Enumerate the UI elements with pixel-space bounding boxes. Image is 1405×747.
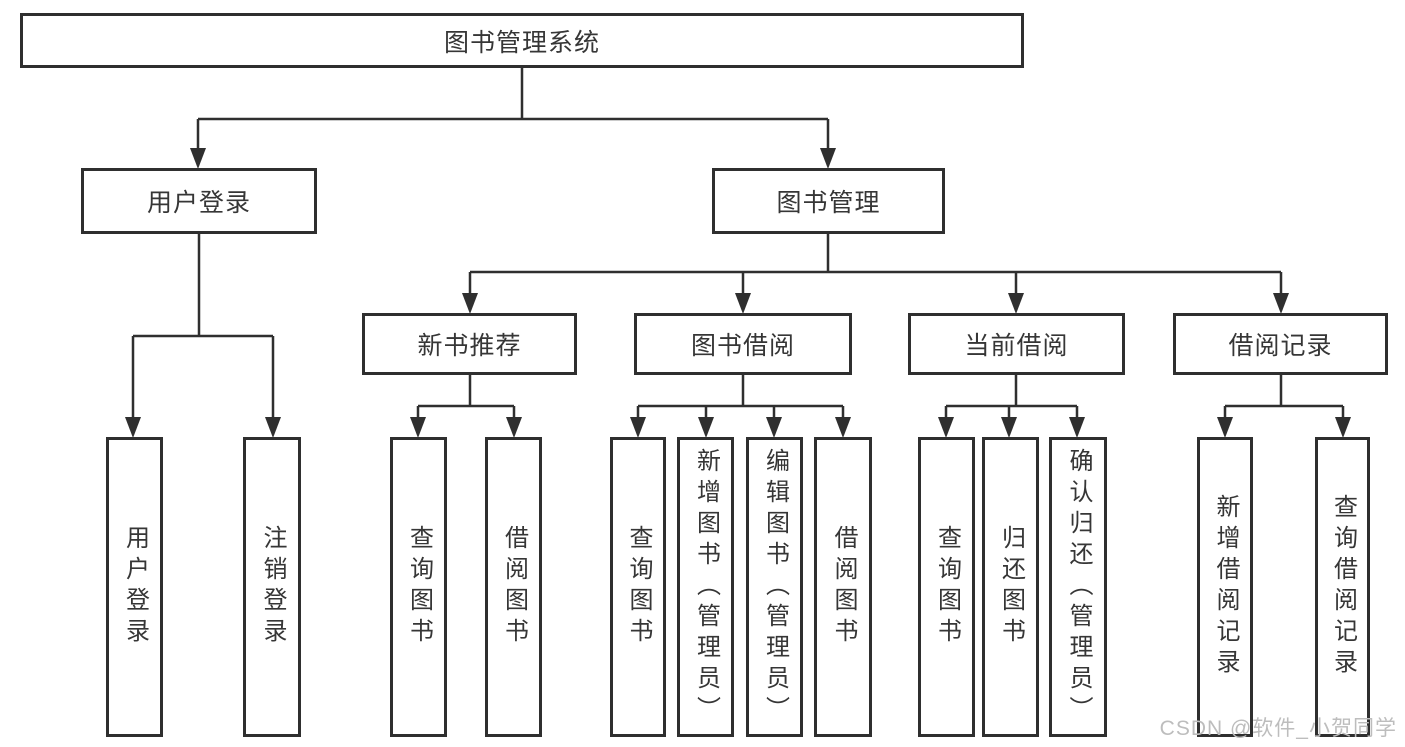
leaf-user-login: 用户登录 bbox=[106, 437, 163, 737]
leaf-add-borrow-record: 新增借阅记录 bbox=[1197, 437, 1253, 737]
leaf-label: 查询借阅记录 bbox=[1329, 494, 1357, 680]
leaf-query-books-current: 查询图书 bbox=[918, 437, 975, 737]
node-borrowing-records: 借阅记录 bbox=[1173, 313, 1388, 375]
node-label: 新书推荐 bbox=[417, 332, 522, 360]
node-label: 用户登录 bbox=[146, 189, 251, 217]
leaf-label: 借阅图书 bbox=[500, 525, 528, 649]
arrowheads bbox=[125, 148, 1351, 438]
csdn-watermark: CSDN @软件_小贺同学 bbox=[1159, 717, 1397, 740]
node-book-borrowing: 图书借阅 bbox=[634, 313, 852, 375]
leaf-label: 新增借阅记录 bbox=[1212, 494, 1239, 680]
leaf-confirm-return-admin: 确认归还（管理员） bbox=[1049, 437, 1107, 737]
node-user-login: 用户登录 bbox=[81, 168, 317, 234]
leaf-label: 用户登录 bbox=[121, 525, 149, 649]
node-label: 借阅记录 bbox=[1228, 332, 1333, 360]
node-label: 图书借阅 bbox=[690, 332, 795, 360]
node-book-management: 图书管理 bbox=[712, 168, 945, 234]
leaf-query-borrow-record: 查询借阅记录 bbox=[1315, 437, 1370, 737]
node-label: 当前借阅 bbox=[964, 332, 1069, 360]
leaf-query-books-borrow: 查询图书 bbox=[610, 437, 666, 737]
leaf-label: 查询图书 bbox=[405, 525, 433, 649]
leaf-label: 编辑图书（管理员） bbox=[761, 447, 789, 727]
node-current-borrowing: 当前借阅 bbox=[908, 313, 1125, 375]
leaf-edit-books-admin: 编辑图书（管理员） bbox=[746, 437, 803, 737]
node-root-label: 图书管理系统 bbox=[443, 28, 600, 57]
leaf-query-books-recommend: 查询图书 bbox=[390, 437, 447, 737]
leaf-label: 确认归还（管理员） bbox=[1065, 447, 1092, 727]
leaf-label: 查询图书 bbox=[625, 525, 652, 649]
leaf-label: 查询图书 bbox=[933, 525, 961, 649]
leaf-return-books: 归还图书 bbox=[982, 437, 1039, 737]
leaf-add-books-admin: 新增图书（管理员） bbox=[677, 437, 734, 737]
leaf-borrow-books-recommend: 借阅图书 bbox=[485, 437, 542, 737]
leaf-label: 注销登录 bbox=[259, 525, 286, 649]
node-root-system: 图书管理系统 bbox=[20, 13, 1024, 68]
leaf-label: 归还图书 bbox=[997, 525, 1025, 649]
leaf-label: 借阅图书 bbox=[830, 525, 857, 649]
leaf-label: 新增图书（管理员） bbox=[692, 447, 720, 727]
node-new-book-recommend: 新书推荐 bbox=[362, 313, 577, 375]
leaf-logout: 注销登录 bbox=[243, 437, 301, 737]
leaf-borrow-books: 借阅图书 bbox=[814, 437, 872, 737]
node-label: 图书管理 bbox=[776, 189, 881, 217]
